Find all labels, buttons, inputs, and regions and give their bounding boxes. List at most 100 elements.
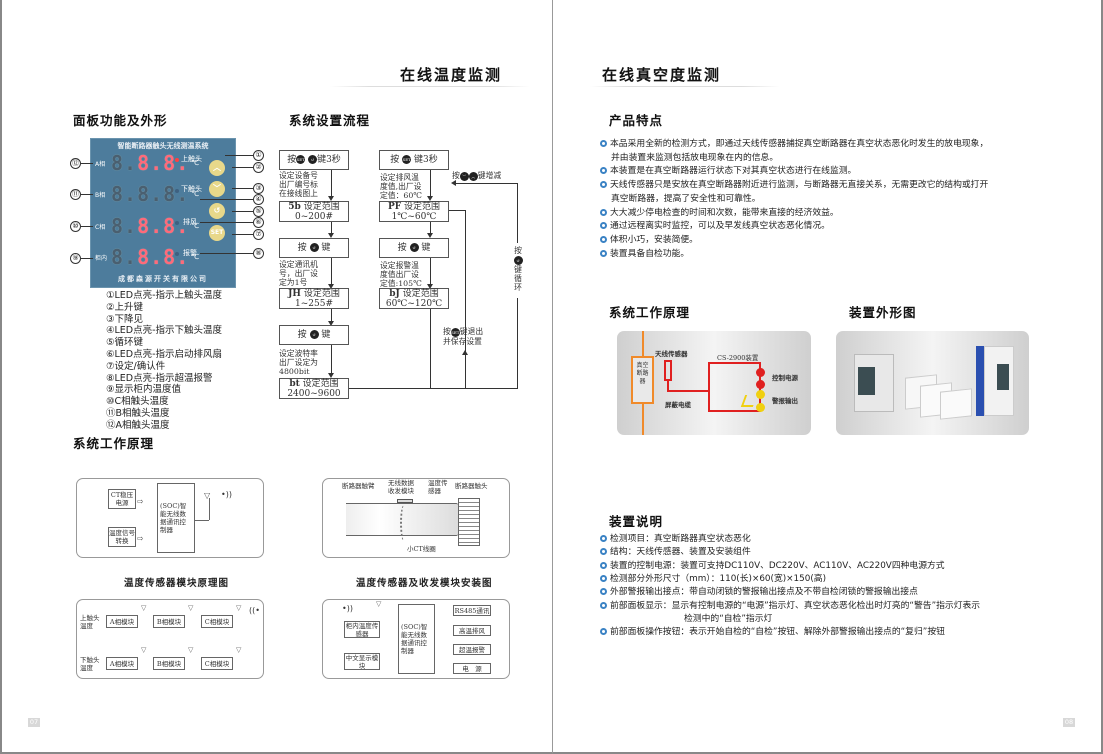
phase-label: B相	[95, 191, 106, 199]
down-button[interactable]: ﹀	[209, 181, 225, 197]
callout-6: ⑥	[253, 217, 264, 228]
page-number-right: 08	[1063, 718, 1075, 727]
flow-note: 设定通讯机 号，出厂设 定为1号	[279, 260, 318, 287]
feature-text: 本品采用全新的检测方式，即通过天线传感器捕捉真空断路器在真空状态恶化时发生的放电…	[610, 139, 989, 149]
principle-heading: 系统工作原理	[609, 305, 691, 320]
callout-11: ⑪	[70, 189, 81, 200]
cycle-key-icon: ↺	[309, 243, 319, 252]
alarm-terminal-icon	[756, 403, 765, 412]
callout-2: ②	[253, 162, 264, 173]
callout-line	[200, 253, 253, 254]
alarm-label: 警报输出	[772, 397, 798, 405]
note-line: 定为1号	[279, 278, 308, 287]
antenna-icon: ▽	[236, 646, 242, 654]
legend-item: ⑧LED点亮-指示超温报警	[106, 372, 213, 384]
range-value: 2400~9600	[287, 388, 341, 399]
diagram-label: 断路器触头	[455, 482, 488, 490]
phase-label: A相	[95, 160, 106, 168]
legend-item: ⑫A相触头温度	[106, 419, 170, 431]
right-title-rule	[590, 86, 780, 87]
callout-line	[81, 258, 93, 259]
alarm-led	[175, 252, 179, 256]
description-text: 检测项目：真空断路器真空状态恶化	[610, 534, 751, 544]
description-text: 检测中的“自检”指示灯	[684, 613, 773, 624]
unit-label: ℃	[191, 159, 200, 167]
code-label: JH	[288, 289, 301, 299]
legend-item: ⑩C相触头温度	[106, 396, 169, 408]
cycle-key-icon: ↺	[308, 155, 318, 164]
legend-item: ⑨显示柜内温度值	[106, 384, 182, 396]
flow-connector	[449, 210, 465, 211]
flow-start-box-1: 按SET ↺键3秒	[279, 150, 349, 170]
diagram-label: 断路器触臂	[342, 482, 375, 490]
row-label: 下触头温度	[80, 656, 100, 672]
note-line: 设定设备号	[279, 171, 318, 180]
seven-seg-display: 8.8.8.	[111, 182, 190, 206]
wire	[195, 520, 209, 521]
bullet-icon	[600, 249, 607, 257]
flow-text: 按	[443, 327, 451, 336]
feature-item: 本品采用全新的检测方式，即通过天线传感器捕捉真空断路器在真空状态恶化时发生的放电…	[600, 138, 988, 152]
flow-range-box-bt: bt 设定范围 2400~9600	[279, 378, 349, 399]
panel-title: 智能断路器触头无线测温系统	[117, 142, 209, 150]
device-screen-image	[997, 364, 1009, 390]
flow-connector	[430, 258, 431, 286]
arrow-down-icon	[328, 284, 334, 289]
note-line: 设定报警温	[380, 261, 419, 270]
set-key-icon: SET	[450, 327, 460, 337]
down-key-icon: ﹀	[459, 171, 469, 181]
feature-text: 天线传感器只是安放在真空断路器附近进行监测，与断路器无直接关系，无需更改它的结构…	[610, 180, 989, 191]
left-title-rule	[330, 86, 530, 87]
feature-text: 通过远程离实时监控，可以及早发线真空状态恶化情况。	[610, 221, 830, 232]
indicator-label: 上触头	[181, 155, 202, 163]
feature-item: 天线传感器只是安放在真空断路器附近进行监测，与断路器无直接关系，无需更改它的结构…	[600, 179, 988, 193]
flow-connector	[455, 183, 517, 184]
range-value: 60℃~120℃	[385, 298, 443, 309]
antenna-icon: ▽	[141, 646, 147, 654]
note-line: 设定通讯机	[279, 260, 318, 269]
flow-text: 按	[390, 155, 400, 165]
description-item: 检测项目：真空断路器真空状态恶化	[600, 533, 751, 547]
flow-note: 设定设备号 出厂编号标 在接线图上	[279, 171, 318, 198]
description-item: 检测中的“自检”指示灯	[684, 613, 772, 627]
flow-press-box-3: 按 ↺ 键	[379, 238, 449, 258]
flow-connector	[331, 345, 332, 375]
antenna-icon: ▽	[188, 646, 194, 654]
sensor-plate-image	[940, 388, 972, 420]
phase-label: 柜内	[95, 254, 108, 262]
diagram-label: 温度传感器	[428, 479, 448, 495]
callout-1: ①	[253, 150, 264, 161]
description-item: 前部面板显示：显示有控制电源的“电源”指示灯、真空状态恶化检出时灯亮的“警告”指…	[600, 600, 980, 614]
flow-text: 键增减	[477, 171, 502, 180]
code-label: bJ	[389, 289, 400, 299]
bullet-icon	[600, 167, 607, 175]
temp-signal-box: 温度信号转换	[108, 527, 136, 547]
callout-line	[232, 188, 253, 189]
appearance-heading: 装置外形图	[849, 305, 917, 320]
description-item: 结构：天线传感器、装置及安装组件	[600, 546, 751, 560]
flow-start-box-2: 按 SET 键3秒	[379, 150, 449, 170]
bullet-icon	[600, 548, 607, 556]
callout-4: ④	[253, 194, 264, 205]
cycle-button[interactable]: ↺	[209, 203, 225, 219]
device-screen-image	[858, 367, 875, 395]
flow-range-box-jh: JH 设定范围 1~255#	[279, 288, 349, 309]
fan-led	[175, 221, 179, 225]
flow-connector	[430, 170, 431, 197]
flow-connector	[465, 210, 466, 388]
module-box: C相模块	[201, 615, 233, 628]
row-label: 上触头温度	[80, 614, 100, 630]
antenna-icon: ▽	[204, 491, 211, 500]
set-button[interactable]: SET	[209, 225, 225, 241]
antenna-icon: ▽	[141, 604, 147, 612]
legend-item: ⑥LED点亮-指示启动排风扇	[106, 348, 223, 360]
cable-label: 屏蔽电缆	[665, 401, 691, 409]
callout-line	[225, 155, 253, 156]
up-button[interactable]: ︿	[209, 160, 225, 176]
bullet-icon	[600, 601, 607, 609]
ct-power-box: CT稳压电源	[108, 489, 136, 509]
callout-12: ⑫	[70, 158, 81, 169]
manufacturer-label: 成都森源开关有限公司	[118, 275, 208, 283]
note-line: 出厂编号标	[279, 180, 318, 189]
panel-legend: ①LED点亮-指示上触头温度 ②上升键 ③下降见 ④LED点亮-指示下触头温度 …	[106, 290, 222, 432]
